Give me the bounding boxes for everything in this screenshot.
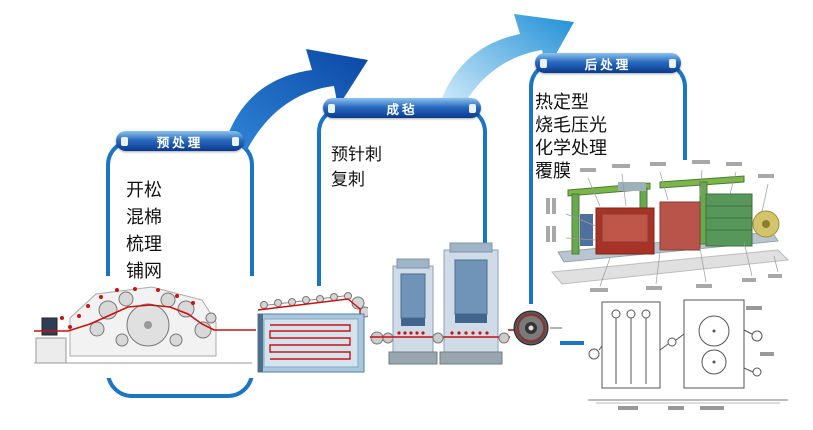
process-step: 铺网 xyxy=(126,261,162,281)
process-step: 覆膜 xyxy=(535,161,571,181)
pill-end-cap-icon xyxy=(328,103,335,113)
process-step: 化学处理 xyxy=(535,138,607,158)
stage-title: 预处理 xyxy=(156,135,204,150)
stage-steps-list: 热定型 烧毛压光 化学处理 覆膜 xyxy=(535,91,683,183)
stage-box-posttreatment: 后处理 热定型 烧毛压光 化学处理 覆膜 xyxy=(529,53,687,345)
process-step: 复刺 xyxy=(331,170,365,189)
process-step: 梳理 xyxy=(126,234,162,254)
stage-title: 成毡 xyxy=(386,102,418,117)
stage-steps-list: 开松 混棉 梳理 铺网 xyxy=(126,177,250,285)
stage-title: 后处理 xyxy=(584,57,632,72)
stage-box-felting: 成毡 预针刺 复刺 xyxy=(317,98,487,370)
process-step: 烧毛压光 xyxy=(535,115,607,135)
stage-pill-posttreatment: 后处理 xyxy=(535,53,681,73)
pill-end-cap-icon xyxy=(540,58,547,68)
process-step: 混棉 xyxy=(126,207,162,227)
pill-end-cap-icon xyxy=(121,136,128,146)
stage-pill-pretreatment: 预处理 xyxy=(116,131,244,151)
pill-end-cap-icon xyxy=(232,136,239,146)
stage-pill-felting: 成毡 xyxy=(323,98,481,118)
process-step: 热定型 xyxy=(535,92,589,112)
pill-end-cap-icon xyxy=(669,58,676,68)
process-step: 开松 xyxy=(126,180,162,200)
pill-end-cap-icon xyxy=(469,103,476,113)
process-step: 预针刺 xyxy=(331,145,382,164)
stage-steps-list: 预针刺 复刺 xyxy=(331,142,483,192)
stage-box-pretreatment: 预处理 开松 混棉 梳理 铺网 xyxy=(106,131,254,398)
